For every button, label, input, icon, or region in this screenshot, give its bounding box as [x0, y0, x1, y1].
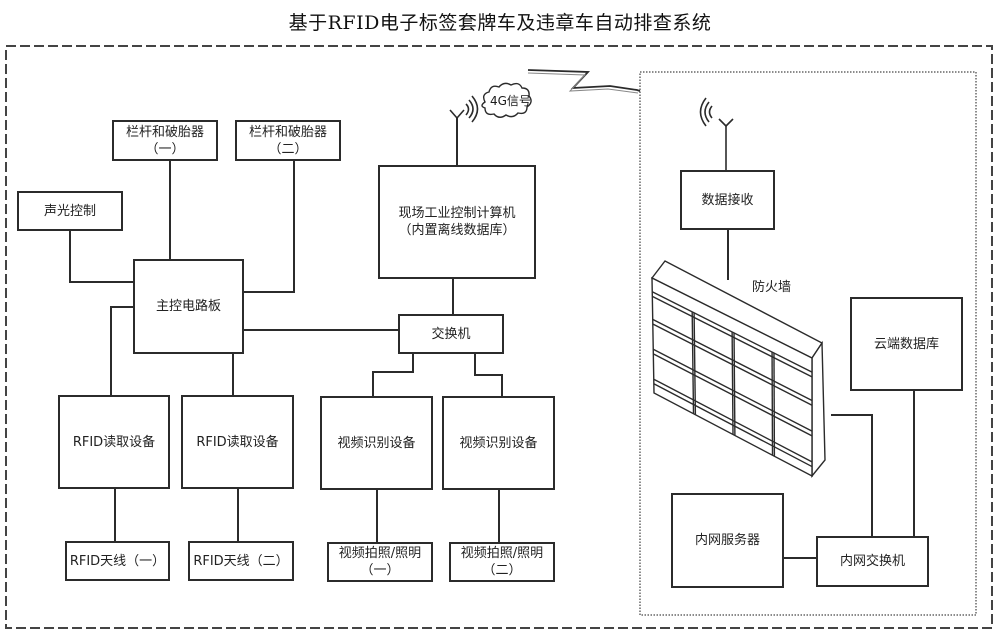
- firewall-col-line: [691, 311, 695, 414]
- barrier-tire-breaker-1: 栏杆和破胎器 （一）: [112, 120, 218, 161]
- firewall-col-line: [731, 331, 734, 435]
- diagram-title: 基于RFID电子标签套牌车及违章车自动排查系统: [288, 12, 712, 34]
- site-system-border: [5, 45, 993, 629]
- intranet-server: 内网服务器: [671, 493, 784, 588]
- wireless-link-bolt: [527, 69, 641, 92]
- link-sound-light-main-board: [69, 230, 134, 283]
- link-barrier2-main-board: [243, 160, 295, 293]
- rfid-reader-2: RFID读取设备: [181, 395, 294, 489]
- sound-light-control: 声光控制: [17, 191, 123, 231]
- rfid-reader-1: RFID读取设备: [58, 395, 170, 489]
- firewall-label: 防火墙: [752, 280, 792, 295]
- link-switch-video1: [372, 353, 414, 397]
- data-receive: 数据接收: [680, 170, 775, 230]
- video-recognition-1: 视频识别设备: [320, 396, 433, 490]
- video-camera-lighting-2: 视频拍照/照明 （二）: [449, 542, 555, 582]
- main-control-board: 主控电路板: [133, 259, 244, 354]
- video-recognition-2: 视频识别设备: [442, 396, 555, 490]
- firewall-row-line: [651, 291, 813, 373]
- ipc-antenna-icon: [449, 95, 479, 123]
- cloud-database: 云端数据库: [850, 297, 963, 391]
- link-main-board-rfid-reader1: [110, 306, 134, 396]
- data-receive-antenna-icon: [699, 97, 734, 170]
- firewall-col-line: [693, 312, 697, 415]
- data-center-border: [639, 71, 977, 616]
- firewall-icon: [650, 260, 826, 478]
- link-switch-video2: [474, 353, 503, 397]
- firewall-col-line: [733, 332, 736, 436]
- signal-cloud-icon: [481, 82, 532, 118]
- rfid-antenna-2: RFID天线（二）: [188, 541, 294, 581]
- onsite-industrial-computer: 现场工业控制计算机 （内置离线数据库）: [378, 165, 536, 279]
- intranet-switch: 内网交换机: [816, 536, 929, 587]
- video-camera-lighting-1: 视频拍照/照明 （一）: [327, 542, 433, 582]
- link-firewall-intranet-switch: [831, 414, 873, 538]
- barrier-tire-breaker-2: 栏杆和破胎器 （二）: [235, 120, 341, 161]
- rfid-antenna-1: RFID天线（一）: [65, 541, 170, 581]
- wireless-link-bolt-shadow: [527, 72, 639, 94]
- signal-cloud-label: 4G信号: [490, 94, 531, 108]
- network-switch: 交换机: [398, 314, 504, 354]
